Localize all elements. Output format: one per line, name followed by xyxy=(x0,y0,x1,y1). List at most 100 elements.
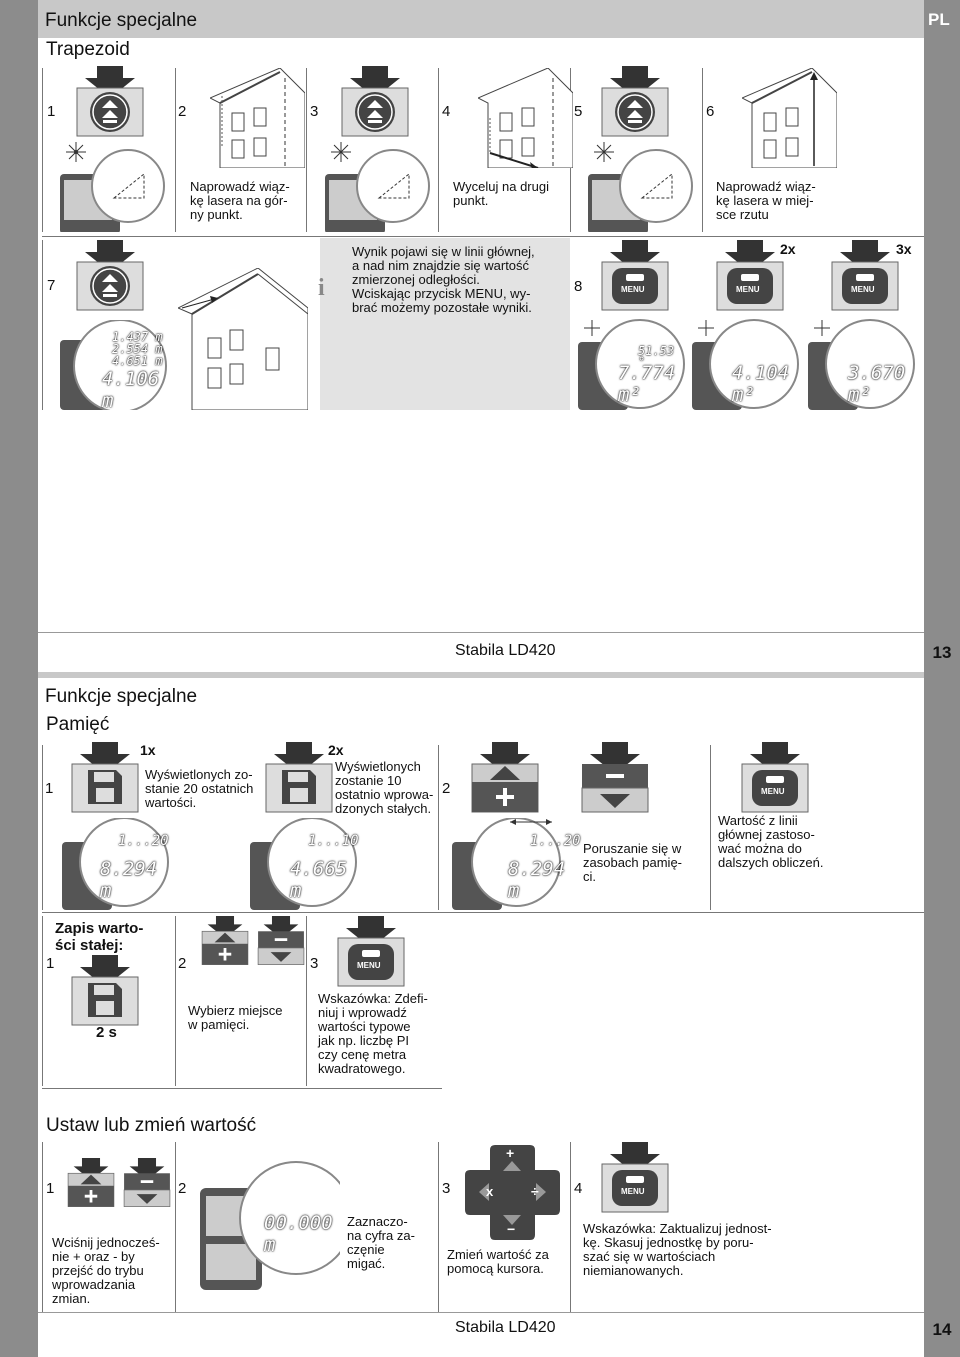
menu-button-icon xyxy=(830,240,900,312)
constant-save-title: Zapis warto- ści stałej: xyxy=(55,920,144,954)
display-angle: 51.53 ° xyxy=(638,344,675,369)
menu-label: MENU xyxy=(621,285,645,294)
divider xyxy=(38,632,924,633)
step-number: 1 xyxy=(46,955,55,972)
navigate-memory-text: Poruszanie się w zasobach pamię- ci. xyxy=(583,841,682,884)
step-number: 1 xyxy=(47,103,56,120)
language-tab: PL xyxy=(928,10,950,29)
divider xyxy=(42,916,43,1086)
memory1-text: Wyświetlonych zo- stanie 20 ostatnich wa… xyxy=(145,767,254,810)
house-illustration xyxy=(478,68,573,168)
set-step2-text: Zaznaczo- na cyfra za- częnie migać. xyxy=(347,1214,415,1271)
use-value-text: Wartość z linii głównej zastoso- wać moż… xyxy=(718,813,824,870)
divider xyxy=(42,1088,442,1089)
display-main-value: 7.774 m² xyxy=(618,362,676,406)
display-main-value: 4.104 m² xyxy=(732,362,790,406)
step6-instruction: Naprowadź wiąz- kę lasera w miej- sce rz… xyxy=(716,179,816,222)
menu-label: MENU xyxy=(357,961,381,970)
set-step1-text: Wciśnij jednocześ- nie + oraz - by przej… xyxy=(52,1235,160,1306)
step-number: 6 xyxy=(706,103,715,120)
step-number: 2 xyxy=(178,1180,187,1197)
divider xyxy=(42,745,43,910)
display-line: 2.554 m xyxy=(112,342,163,356)
device-display-8c: 3.670 m² xyxy=(808,318,918,410)
menu-button-icon xyxy=(740,742,810,814)
step-number: 4 xyxy=(574,1180,583,1197)
menu-label: MENU xyxy=(851,285,875,294)
divider xyxy=(438,68,439,232)
divider xyxy=(38,1312,924,1313)
const-step2-text: Wybierz miejsce w pamięci. xyxy=(188,1003,283,1032)
footer-product: Stabila LD420 xyxy=(455,642,556,659)
step-number: 7 xyxy=(47,277,56,294)
divider xyxy=(306,68,307,232)
memory-button-icon xyxy=(264,742,334,814)
display-main-value: 4.665 m xyxy=(290,858,348,902)
device-display-mem1: 1...20 8.294 m xyxy=(62,818,172,910)
divider xyxy=(175,916,176,1086)
divider xyxy=(42,1142,43,1312)
memory2-text: Wyświetlonych zostanie 10 ostatnio wprow… xyxy=(335,759,434,816)
divider xyxy=(306,916,307,1086)
device-display-mem3: 1...20 8.294 m xyxy=(452,818,581,910)
display-main-value: 8.294 m xyxy=(100,858,158,902)
step-number: 1 xyxy=(46,1180,55,1197)
pad-divide: ÷ xyxy=(531,1183,539,1199)
divider xyxy=(702,68,703,232)
info-box xyxy=(320,238,570,410)
laser-device-zoom-icon xyxy=(325,140,435,232)
hold-duration: 2 s xyxy=(96,1024,117,1041)
section-title-memory: Pamięć xyxy=(46,714,110,735)
minus-button-icon xyxy=(580,742,650,814)
press-count: 3x xyxy=(896,241,912,257)
left-margin-bar xyxy=(0,0,38,1357)
header-band xyxy=(38,0,924,38)
house-illustration xyxy=(742,68,837,168)
step-number: 3 xyxy=(442,1180,451,1197)
press-count: 2x xyxy=(328,742,344,758)
menu-button-icon xyxy=(715,240,785,312)
device-display-mem2: 1...10 4.665 m xyxy=(250,818,360,910)
step-number: 2 xyxy=(178,103,187,120)
step-number: 4 xyxy=(442,103,451,120)
info-icon: i xyxy=(318,275,325,301)
menu-label: MENU xyxy=(736,285,760,294)
step-number: 8 xyxy=(574,278,583,295)
divider xyxy=(42,912,924,913)
plus-button-icon xyxy=(470,742,540,814)
info-text: Wynik pojawi się w linii głównej, a nad … xyxy=(352,244,535,315)
step-number: 1 xyxy=(45,780,54,797)
menu-label: MENU xyxy=(761,787,785,796)
display-main-value: 8.294 m xyxy=(508,858,566,902)
pad-times: x xyxy=(486,1184,494,1199)
display-range: 1...20 xyxy=(118,833,169,849)
house-illustration xyxy=(210,68,305,168)
display-range: 1...20 xyxy=(530,833,581,849)
right-margin-bar xyxy=(924,0,960,1357)
menu-button-icon xyxy=(336,916,406,988)
page-number: 14 xyxy=(932,1320,952,1339)
step2-instruction: Naprowadź wiąz- kę lasera na gór- ny pun… xyxy=(190,179,290,222)
divider xyxy=(42,236,924,237)
step-number: 2 xyxy=(178,955,187,972)
device-display-8b: 4.104 m² xyxy=(692,318,802,410)
memory-button-icon xyxy=(70,742,140,814)
memory-button-icon xyxy=(70,955,140,1027)
page-title: Funkcje specjalne xyxy=(45,10,198,31)
page-number: 13 xyxy=(932,643,952,662)
set-step4-tip: Wskazówka: Zaktualizuj jednost- kę. Skas… xyxy=(583,1221,772,1278)
step-number: 2 xyxy=(442,780,451,797)
device-display-8a: 51.53 ° 7.774 m² xyxy=(578,318,688,410)
menu-label: MENU xyxy=(621,1187,645,1196)
display-line: 1.437 m xyxy=(112,330,163,344)
step-number: 3 xyxy=(310,955,319,972)
set-step3-text: Zmień wartość za pomocą kursora. xyxy=(447,1247,549,1276)
menu-button-icon xyxy=(600,240,670,312)
pad-plus: + xyxy=(506,1145,515,1161)
device-display-set: 00.000 m xyxy=(200,1160,340,1290)
footer-product: Stabila LD420 xyxy=(455,1319,556,1336)
divider xyxy=(42,240,43,410)
trapezoid-button-icon xyxy=(75,240,145,312)
laser-device-zoom-icon xyxy=(588,140,698,232)
section-title-set-value: Ustaw lub zmień wartość xyxy=(46,1115,257,1136)
